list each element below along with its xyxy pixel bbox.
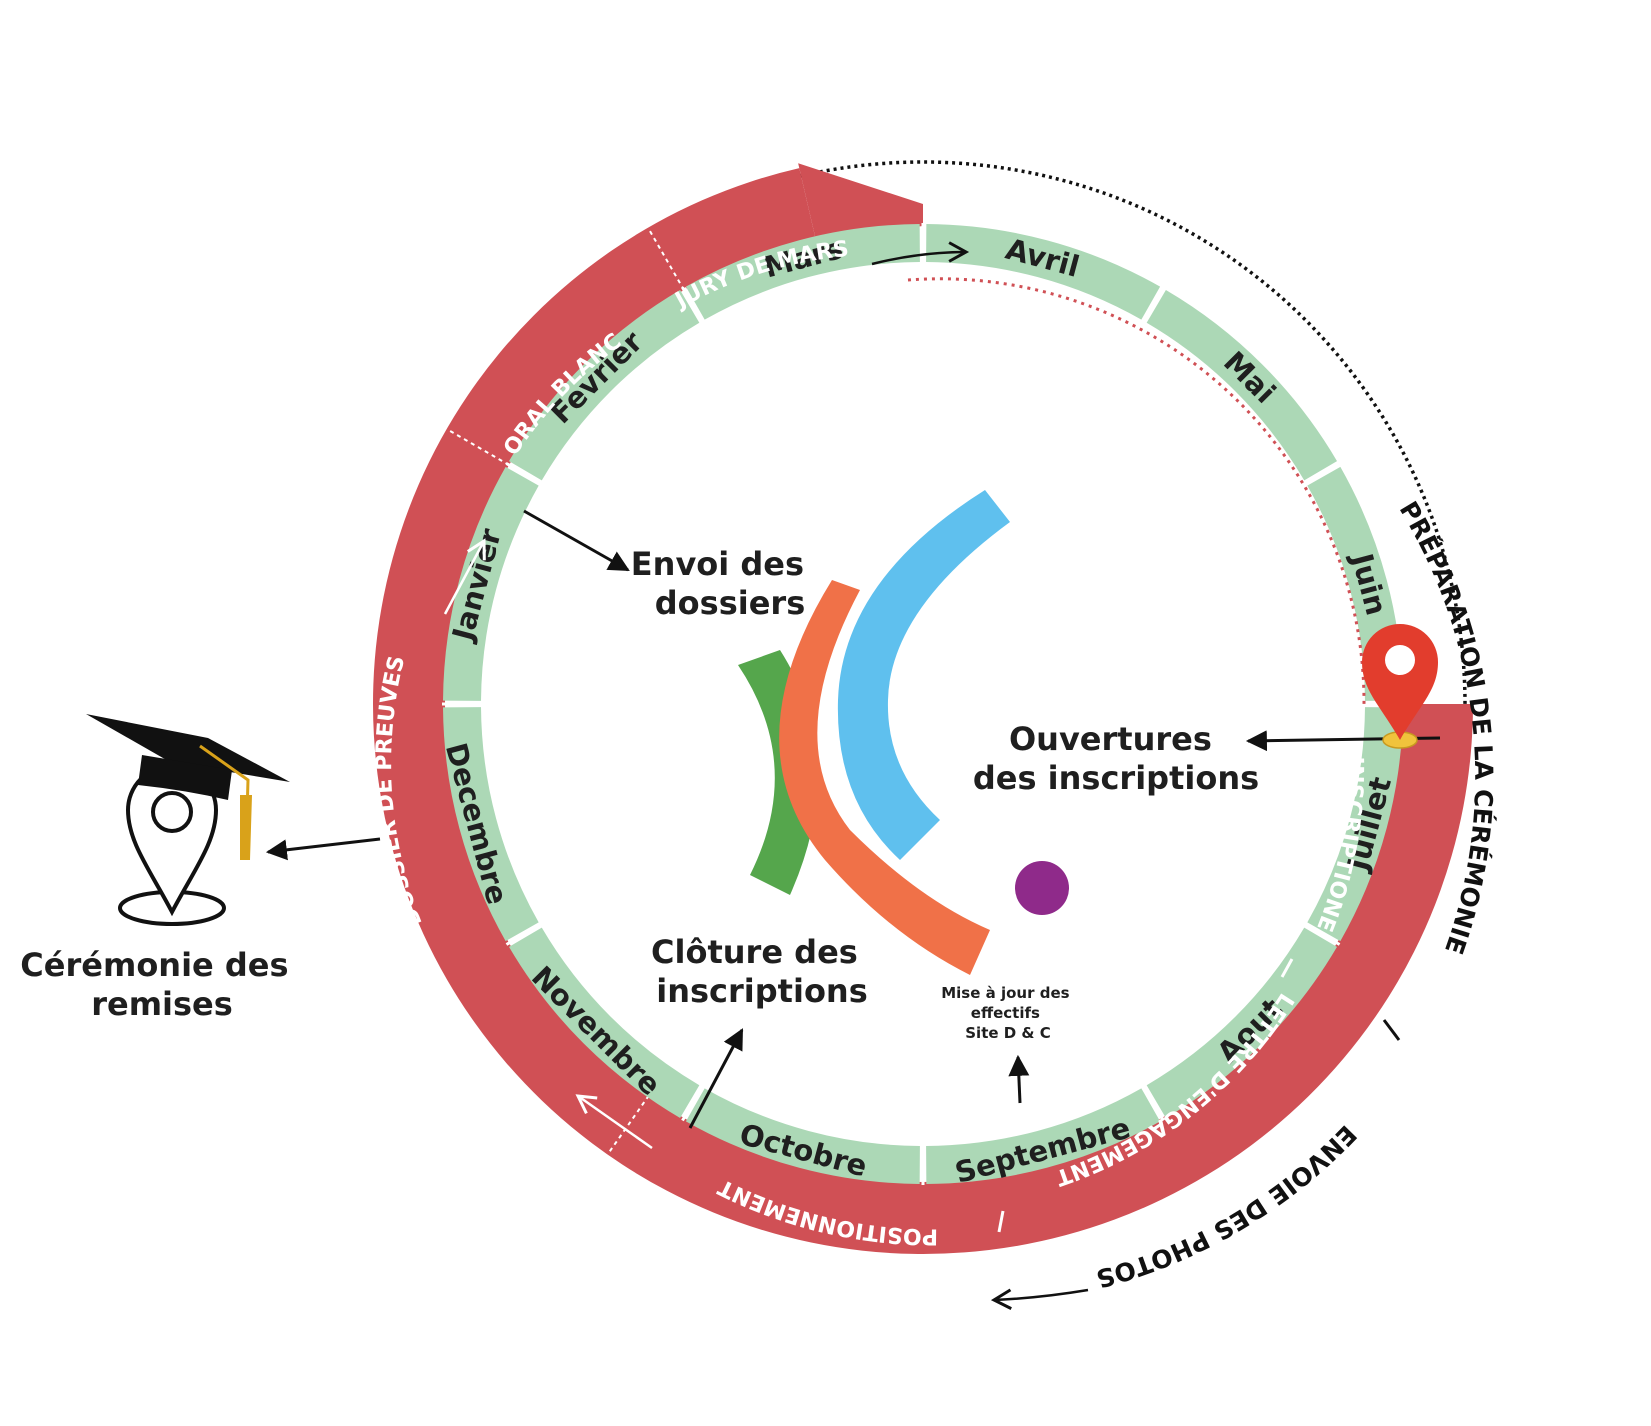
location-pin-icon (1362, 624, 1438, 749)
envoi-label-line1: Envoi des (631, 545, 804, 583)
month-segment-janvier (443, 466, 539, 701)
month-label-juin: Juin (1344, 548, 1393, 619)
month-separator (1142, 286, 1165, 323)
phase-band-shape (373, 168, 1474, 1255)
band-arrow-left-icon (575, 1094, 653, 1150)
ouverture-label-line1: Ouvertures (1009, 720, 1212, 758)
cloture-label-line2: inscriptions (656, 972, 868, 1010)
outer-separator (1382, 1019, 1401, 1041)
grad-cap-top (86, 714, 290, 782)
month-segment-octobre (685, 1088, 920, 1184)
graduation-pin-icon (86, 714, 290, 926)
envoi-label: Envoi des dossiers (631, 545, 815, 622)
month-segment-decembre (443, 707, 539, 942)
envoi-label-line2: dossiers (655, 584, 805, 622)
month-separator (1304, 462, 1341, 485)
month-separator (681, 286, 704, 323)
maj-label-line2: effectifs (971, 1004, 1040, 1022)
month-separator (1142, 1085, 1165, 1122)
pin-body (1362, 624, 1438, 740)
band-dash-oral (647, 227, 685, 291)
center-logo (738, 490, 1069, 975)
logo-blue-arc (837, 490, 1010, 860)
ceremonie-label: Cérémonie des remises (20, 946, 299, 1023)
logo-purple-dot (1015, 861, 1069, 915)
pin-hole (1385, 645, 1415, 675)
month-separator (505, 462, 542, 485)
month-separator (505, 923, 542, 946)
cloture-arrow-icon (688, 1028, 744, 1129)
month-segment-mars (685, 224, 920, 320)
phase-jury-wedge (798, 163, 923, 239)
diagram-title-text: CAMPAGNE DE MARS (456, 0, 1440, 18)
grad-tassel (240, 795, 252, 860)
cloture-label: Clôture des inscriptions (651, 933, 869, 1010)
photos-arrow-icon (990, 1288, 1089, 1310)
phase-band (373, 163, 1474, 1255)
jury-arrow-icon (871, 241, 970, 266)
maj-label-line1: Mise à jour des (941, 984, 1069, 1002)
diagram-title: CAMPAGNE DE MARS (456, 0, 1440, 18)
ouverture-label: Ouvertures des inscriptions (973, 720, 1259, 797)
month-separator (1304, 923, 1341, 946)
grad-cap-base (138, 755, 232, 800)
band-dash-position (606, 1094, 650, 1156)
ceremonie-label-line1: Cérémonie des (20, 946, 288, 984)
preparation-dotted-arc (907, 277, 1366, 707)
maj-label: Mise à jour des effectifs Site D & C (941, 984, 1075, 1042)
month-separator (681, 1085, 704, 1122)
envoi-arrow-icon (523, 509, 630, 572)
month-segment-mai (1146, 289, 1338, 481)
month-segment-septembre (926, 1088, 1161, 1184)
month-segment-novembre (508, 927, 700, 1119)
ceremonie-arrow-icon (265, 837, 381, 861)
ouverture-label-line2: des inscriptions (973, 759, 1259, 797)
band-separator-2 (997, 1210, 1005, 1233)
grad-pin-hole (151, 791, 193, 833)
month-segment-avril (926, 224, 1161, 320)
band-dash-dossier (446, 428, 510, 466)
month-segment-juillet (1307, 707, 1403, 942)
maj-arrow-icon (1008, 1054, 1030, 1104)
band-arrow-up-icon (443, 538, 486, 615)
cloture-label-line1: Clôture des (651, 933, 858, 971)
ceremonie-label-line2: remises (91, 985, 233, 1023)
logo-orange-arc (779, 580, 990, 975)
month-segment-fevrier (508, 289, 700, 481)
band-separator-1 (1280, 958, 1294, 978)
month-segment-aout (1146, 927, 1338, 1119)
maj-label-line3: Site D & C (965, 1024, 1051, 1042)
